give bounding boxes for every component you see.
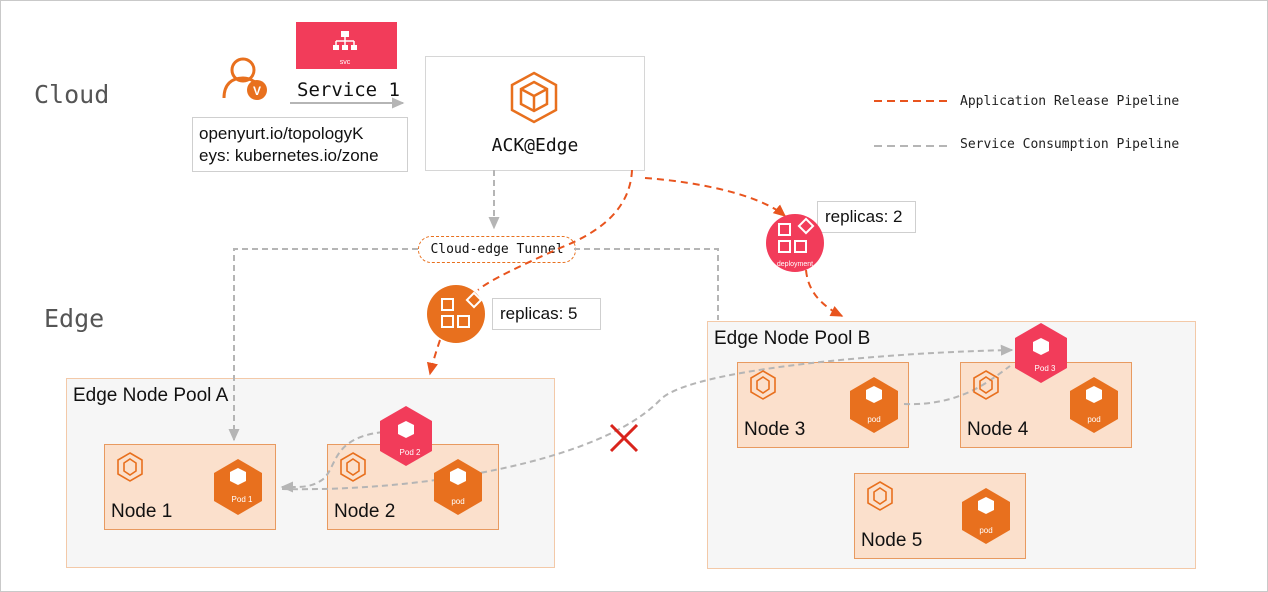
service-pod-hex-icon-pod2: Pod 2 bbox=[380, 406, 432, 466]
replicas-2-label: replicas: 2 bbox=[825, 207, 903, 226]
cross-pool-line bbox=[281, 344, 1014, 491]
deployment-icon-edge bbox=[427, 285, 485, 343]
cloud-edge-tunnel: Cloud-edge Tunnel bbox=[418, 236, 576, 263]
ack-cube-icon bbox=[510, 71, 558, 124]
svg-text:pod: pod bbox=[1087, 415, 1100, 424]
pod-hex-icon-node1: Pod 1 bbox=[214, 459, 262, 515]
release-to-pool-b-line bbox=[805, 269, 844, 317]
pod-to-pod3-line bbox=[903, 365, 1011, 406]
service-1-label: Service 1 bbox=[297, 79, 400, 101]
svg-text:Pod 1: Pod 1 bbox=[232, 495, 253, 504]
svg-text:svc: svc bbox=[340, 59, 351, 66]
topology-keys-line-1: openyurt.io/topologyK bbox=[199, 124, 364, 143]
node-cube-icon bbox=[750, 370, 776, 400]
replicas-5-box: replicas: 5 bbox=[492, 298, 601, 330]
svg-text:pod: pod bbox=[867, 415, 880, 424]
legend-release-label: Application Release Pipeline bbox=[960, 94, 1180, 109]
node-2-label: Node 2 bbox=[334, 501, 396, 522]
user-badge-icon: V bbox=[247, 80, 267, 100]
node-cube-icon bbox=[973, 370, 999, 400]
topology-keys-box: openyurt.io/topologyK eys: kubernetes.io… bbox=[192, 117, 408, 172]
replicas-5-label: replicas: 5 bbox=[500, 304, 578, 323]
svg-text:pod: pod bbox=[979, 526, 992, 535]
user-icon bbox=[222, 57, 256, 99]
ack-edge-label: ACK@Edge bbox=[491, 135, 579, 156]
node-cube-icon bbox=[117, 452, 143, 482]
pod-hex-icon-node2: pod bbox=[434, 459, 482, 515]
edge-zone-label: Edge bbox=[44, 304, 105, 333]
svg-text:Pod 3: Pod 3 bbox=[1035, 364, 1056, 373]
node-cube-icon bbox=[340, 452, 366, 482]
tunnel-to-node1-line bbox=[228, 248, 418, 442]
pod-hex-icon-node4: pod bbox=[1070, 377, 1118, 433]
node-1: Node 1 bbox=[104, 444, 276, 530]
release-to-deployment-line bbox=[644, 177, 787, 217]
pool-a-title: Edge Node Pool A bbox=[73, 385, 229, 406]
svc-icon: svc bbox=[296, 22, 397, 69]
tunnel-to-pool-b-line bbox=[574, 248, 719, 320]
node-1-label: Node 1 bbox=[111, 501, 173, 522]
cloud-zone-label: Cloud bbox=[34, 80, 110, 109]
svg-text:Pod 2: Pod 2 bbox=[400, 448, 421, 457]
blocked-cross-icon bbox=[609, 423, 639, 453]
svg-text:pod: pod bbox=[451, 497, 464, 506]
node-5-label: Node 5 bbox=[861, 530, 923, 551]
pool-b-title: Edge Node Pool B bbox=[714, 328, 871, 349]
service-pod-hex-icon-pod3: Pod 3 bbox=[1015, 323, 1067, 383]
pod2-to-pod1-line bbox=[280, 431, 384, 493]
node-3-label: Node 3 bbox=[744, 419, 806, 440]
deployment-icon-pool-b: deployment bbox=[766, 214, 824, 272]
pod-hex-icon-node3: pod bbox=[850, 377, 898, 433]
svg-text:V: V bbox=[253, 84, 261, 98]
release-to-edge-line bbox=[477, 169, 633, 291]
node-cube-icon bbox=[867, 481, 893, 511]
ack-edge-box: ACK@Edge bbox=[425, 56, 645, 171]
legend-consumption-label: Service Consumption Pipeline bbox=[960, 137, 1180, 152]
svg-text:deployment: deployment bbox=[777, 261, 813, 268]
replicas-2-box: replicas: 2 bbox=[817, 201, 916, 233]
topology-keys-line-2: eys: kubernetes.io/zone bbox=[199, 146, 379, 165]
release-to-pool-a-line bbox=[426, 339, 441, 376]
node-4-label: Node 4 bbox=[967, 419, 1029, 440]
pod-hex-icon-node5: pod bbox=[962, 488, 1010, 544]
